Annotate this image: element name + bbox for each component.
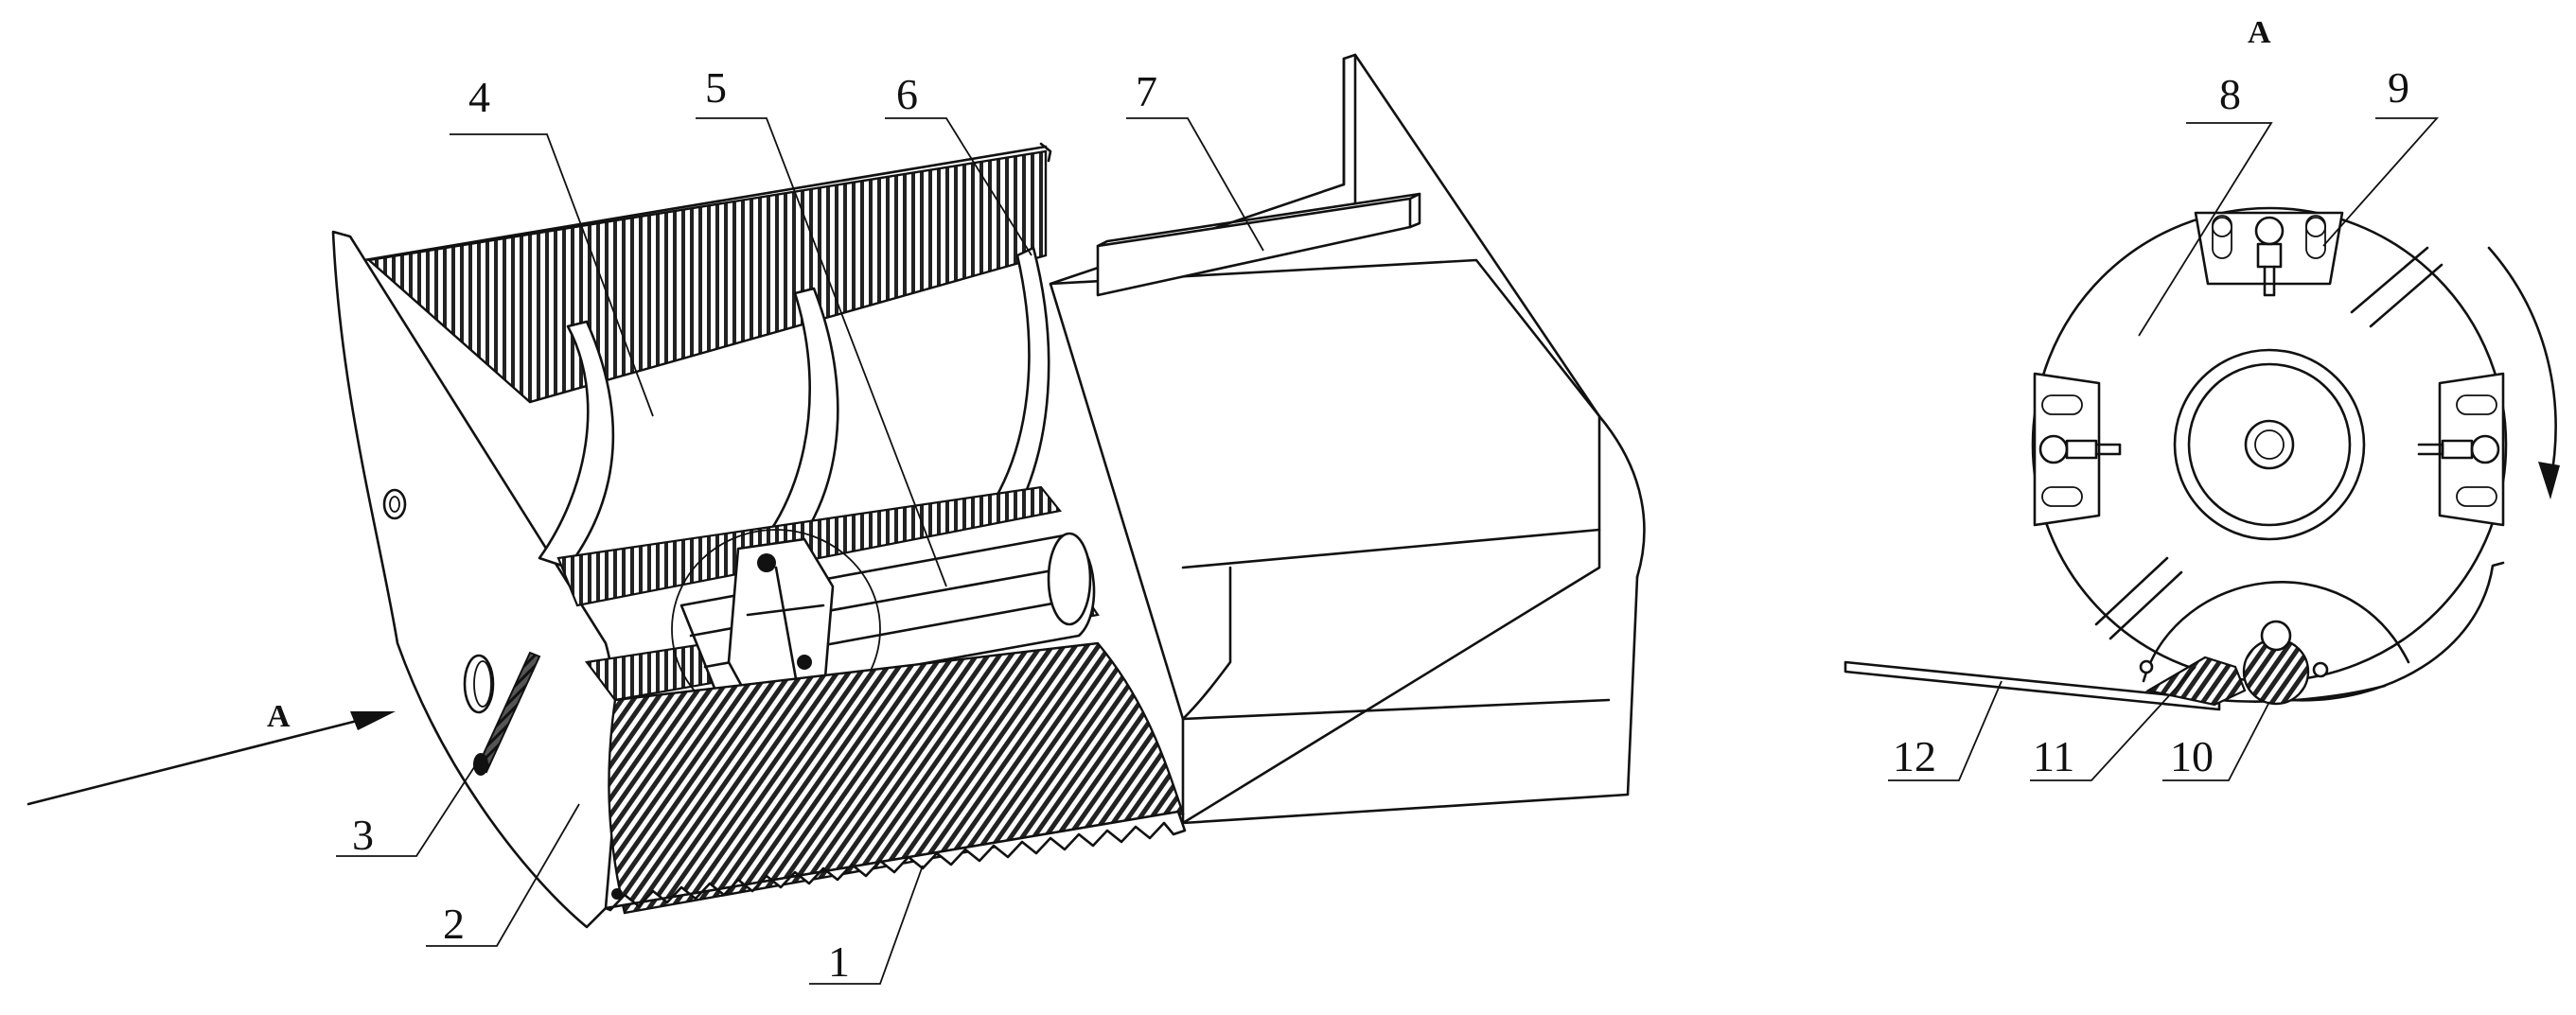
clamp-block-top-9 — [2194, 211, 2344, 297]
callout-9: 9 — [2388, 63, 2409, 112]
callout-11: 11 — [2033, 732, 2074, 780]
rear-bar-7 — [1096, 192, 1421, 297]
knife-bar-1 — [604, 810, 1187, 912]
header-assembly: A 4 5 6 7 3 2 1 — [26, 53, 1646, 986]
callout-3: 3 — [352, 811, 374, 859]
leaders-left — [336, 117, 1264, 985]
leader-8 — [2138, 122, 2273, 337]
pin-3 — [473, 651, 541, 776]
view-label-right: A — [2248, 15, 2271, 50]
leader-11 — [2030, 666, 2197, 781]
callout-7: 7 — [1136, 67, 1157, 115]
leader-9 — [2322, 117, 2440, 247]
reel-bats — [538, 246, 1050, 575]
callout-12: 12 — [1893, 732, 1936, 780]
callout-4: 4 — [468, 73, 490, 121]
callout-10: 10 — [2170, 732, 2214, 780]
clamp-block-left — [2033, 372, 2122, 527]
top-comb-grille — [362, 142, 1052, 404]
callout-5: 5 — [705, 63, 727, 112]
view-arrow-A: A — [26, 699, 396, 806]
leader-12 — [1888, 680, 2003, 781]
clamp-block-right — [2417, 372, 2505, 527]
callout-2: 2 — [443, 900, 465, 948]
section-view-A: A — [1844, 15, 2560, 781]
callout-1: 1 — [828, 937, 850, 986]
view-label-left: A — [267, 699, 291, 734]
rotation-arrow — [2487, 246, 2560, 499]
callout-8: 8 — [2219, 70, 2241, 118]
callout-6: 6 — [896, 70, 918, 118]
leader-10 — [2162, 701, 2270, 781]
